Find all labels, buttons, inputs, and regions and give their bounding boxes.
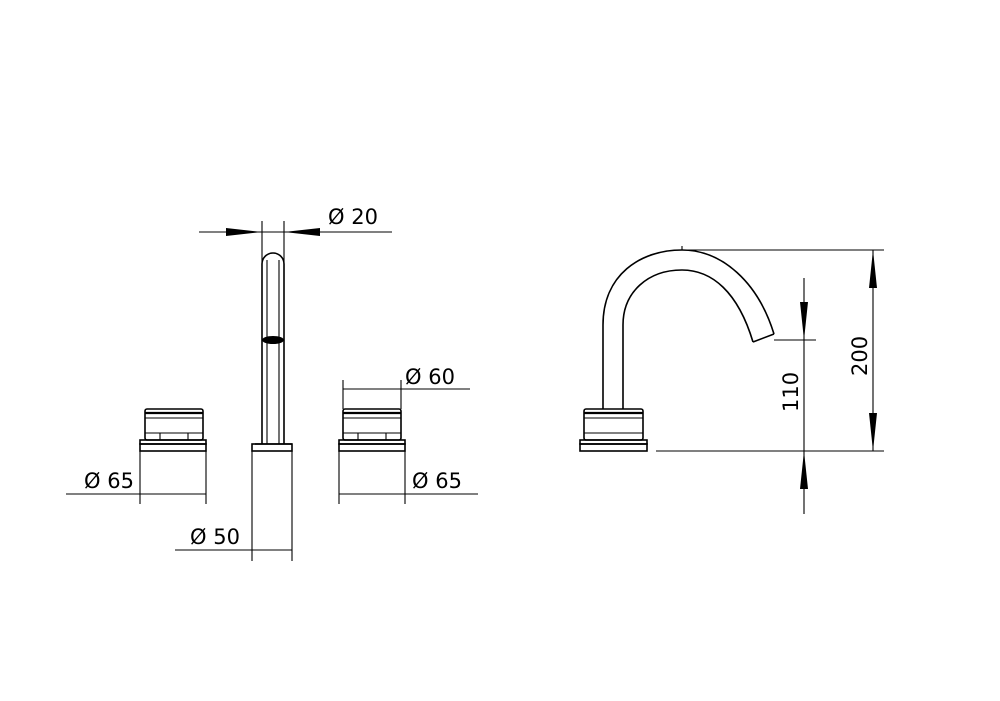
front-view: Ø 20 Ø 60 Ø 65 Ø 65 Ø 50 <box>66 205 478 561</box>
front-right-handle <box>338 408 406 452</box>
side-gooseneck-spout <box>602 246 775 409</box>
dimension-overall-height: 200 <box>848 250 877 451</box>
dimension-spout-diameter: Ø 20 <box>199 205 392 262</box>
front-left-handle <box>139 408 207 452</box>
overall-height-label: 200 <box>848 336 872 376</box>
spout-aerator <box>262 336 284 344</box>
dimension-left-base-diameter: Ø 65 <box>66 451 207 504</box>
dimension-outlet-height: 110 <box>779 278 808 514</box>
handle-top-diameter-label: Ø 60 <box>405 365 455 389</box>
side-body <box>579 408 648 452</box>
side-view: 200 110 <box>579 246 884 514</box>
right-base-diameter-label: Ø 65 <box>412 469 462 493</box>
left-base-diameter-label: Ø 65 <box>84 469 134 493</box>
outlet-height-label: 110 <box>779 372 803 412</box>
dimension-spout-base-diameter: Ø 50 <box>175 451 293 561</box>
dimension-right-base-diameter: Ø 65 <box>338 451 478 504</box>
spout-base-diameter-label: Ø 50 <box>190 525 240 549</box>
front-spout <box>251 252 293 452</box>
dimension-handle-diameter: Ø 60 <box>342 365 470 409</box>
spout-diameter-label: Ø 20 <box>328 205 378 229</box>
